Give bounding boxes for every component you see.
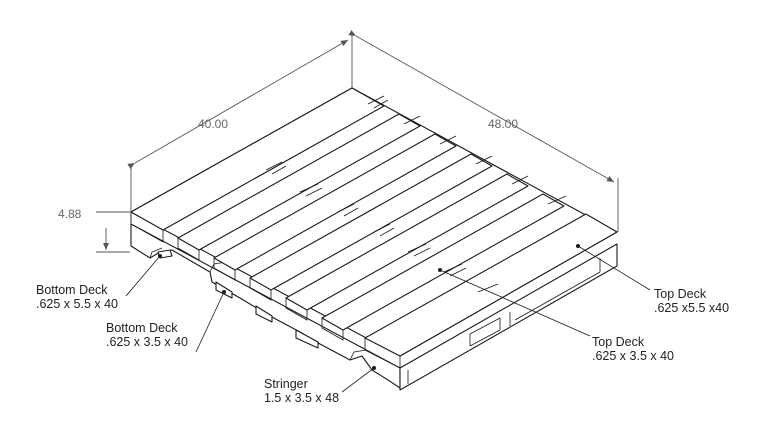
dimension-length: 48.00	[348, 29, 619, 232]
top-deck-board	[177, 113, 421, 251]
top-deck-board	[249, 153, 493, 291]
width-dimension-label: 40.00	[198, 117, 228, 131]
callout-size: .625 x 5.5 x 40	[36, 297, 118, 311]
callout-top-deck-wide: Top Deck .625 x5.5 x40	[654, 287, 729, 315]
bottom-deck-board-3	[255, 305, 273, 323]
stringer-back	[367, 95, 567, 205]
leader-lines	[125, 245, 651, 393]
top-deck-board	[285, 173, 529, 311]
callout-name: Stringer	[264, 377, 308, 391]
dimension-height: 4.88	[58, 207, 130, 253]
callout-size: .625 x5.5 x40	[654, 301, 729, 315]
callout-name: Top Deck	[654, 287, 707, 301]
callout-bottom-deck-narrow: Bottom Deck .625 x 3.5 x 40	[106, 321, 188, 349]
callout-bottom-deck-wide: Bottom Deck .625 x 5.5 x 40	[36, 283, 118, 311]
height-dimension-label: 4.88	[58, 207, 82, 221]
top-deck-board	[130, 87, 385, 231]
callout-top-deck-narrow: Top Deck .625 x 3.5 x 40	[592, 335, 674, 363]
callout-size: .625 x 3.5 x 40	[592, 349, 674, 363]
callout-size: .625 x 3.5 x 40	[106, 335, 188, 349]
callout-name: Top Deck	[592, 335, 645, 349]
top-deck-board	[321, 193, 565, 331]
stringer-center	[265, 161, 499, 293]
length-dimension-label: 48.00	[488, 117, 518, 131]
stringer-right	[399, 243, 618, 391]
top-deck-boards	[130, 87, 618, 369]
top-deck-board-front	[364, 213, 618, 357]
pallet	[130, 87, 618, 391]
top-deck-board	[213, 133, 457, 271]
callout-name: Bottom Deck	[106, 321, 178, 335]
callout-name: Bottom Deck	[36, 283, 108, 297]
callout-stringer: Stringer 1.5 x 3.5 x 48	[264, 377, 339, 405]
bottom-deck-board-4	[295, 329, 319, 349]
callout-size: 1.5 x 3.5 x 48	[264, 391, 339, 405]
